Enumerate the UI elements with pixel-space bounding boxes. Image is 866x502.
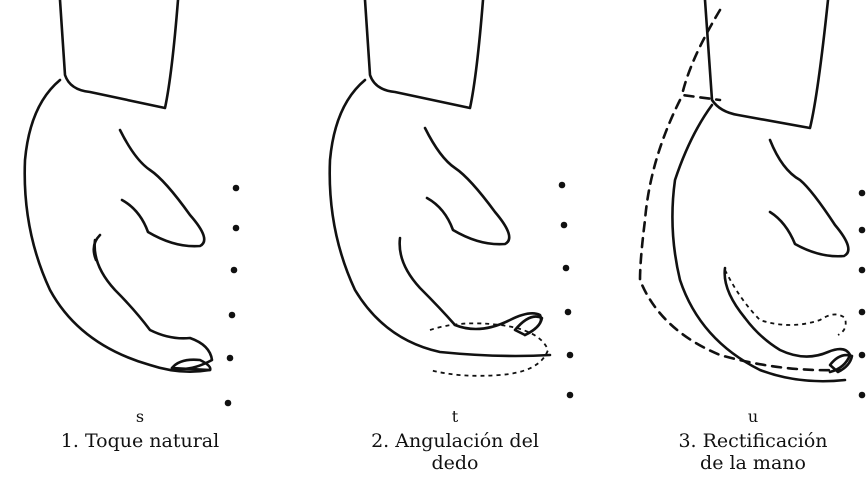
figure-2-sleeve [365,0,483,108]
figure-3-dashed-sleeve [682,10,720,100]
figure-3-dashed-hand-outline [640,100,840,370]
figure-2-hand-outline [330,80,550,356]
figure-1-index-finger [120,130,204,246]
figure-3-keys [859,190,866,399]
figure-1-caption: s 1. Toque natural [25,406,255,452]
figure-3-title-line1: 3. Rectificación [640,430,866,452]
figure-1-hand [25,0,240,406]
figure-3-thumb [725,268,850,372]
figure-2-thumb [400,238,541,335]
figure-3-caption: u 3. Rectificación de la mano [640,406,866,474]
figure-1-keys [225,185,240,407]
figure-2-title-line2: dedo [340,452,570,474]
figure-2-letter: t [340,406,570,428]
figure-1-hand-outline [25,80,210,372]
figure-2-keys [559,182,574,399]
figure-3-letter: u [640,406,866,428]
figure-2-caption: t 2. Angulación del dedo [340,406,570,474]
figure-2-title-line1: 2. Angulación del [340,430,570,452]
figure-3-sleeve [705,0,828,128]
figure-3-hand-outline [672,105,845,381]
figure-2-hand [330,0,574,398]
figure-2-index-finger [425,128,509,244]
figure-3-dashed-finger-position [725,270,846,335]
figure-3-title-line2: de la mano [640,452,866,474]
figure-1-title: 1. Toque natural [25,430,255,452]
figure-1-letter: s [25,406,255,428]
figure-1-sleeve [60,0,178,108]
figure-3-hand [640,0,865,398]
figure-3-index-finger [770,140,848,256]
